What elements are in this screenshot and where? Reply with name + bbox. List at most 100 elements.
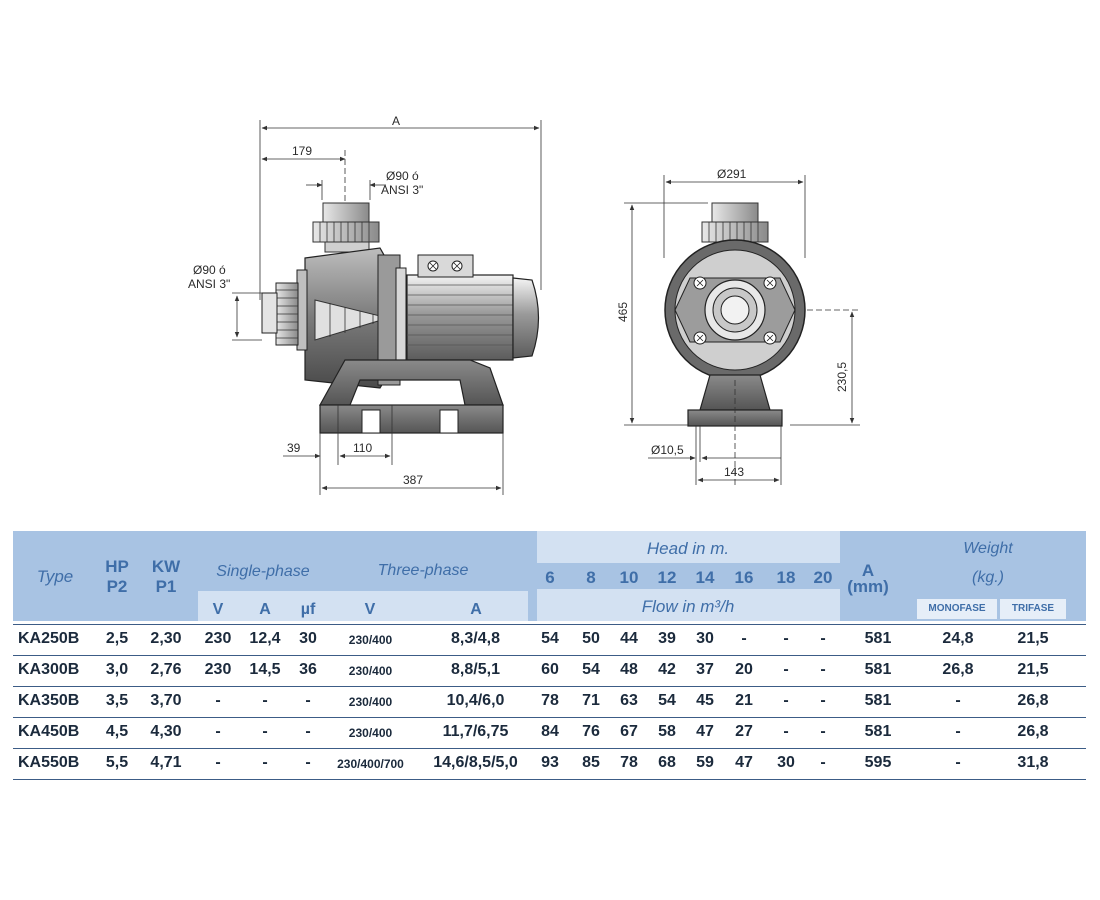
cell-hp: 2,5: [105, 630, 129, 647]
cell-sp-a: 14,5: [249, 661, 281, 678]
cell-tp-a: 14,6/8,5/5,0: [433, 754, 518, 771]
cell-tp-v: 230/400: [348, 726, 393, 740]
cell-a: 581: [864, 692, 892, 709]
cell-type: KA300B: [18, 661, 80, 678]
header-trifase: TRIFASE: [1011, 603, 1055, 614]
cell-flow: 60: [541, 661, 559, 678]
cell-flow: -: [820, 723, 826, 740]
cell-flow: 59: [696, 754, 714, 771]
cell-type: KA450B: [18, 723, 80, 740]
cell-flow: -: [783, 661, 789, 678]
header-flow: Flow in m³/h: [641, 597, 735, 616]
header-hp-line2: P2: [106, 577, 128, 596]
cell-kw: 2,30: [150, 630, 182, 647]
cell-sp-v: 230: [204, 630, 232, 647]
cell-sp-v: -: [215, 692, 221, 709]
inlet-label-line2: ANSI 3": [188, 277, 230, 291]
cell-sp-a: -: [262, 723, 268, 740]
pump-technical-drawing: A 179 Ø90 ó ANSI 3": [188, 114, 860, 495]
header-a-line1: A: [861, 561, 875, 580]
dim-axis-height: 230,5: [835, 362, 849, 392]
cell-w-tri: 26,8: [1017, 723, 1049, 740]
cell-sp-uf: 36: [299, 661, 317, 678]
cell-flow: 47: [696, 723, 714, 740]
header-sp-a: A: [259, 601, 271, 618]
cell-tp-v: 230/400: [348, 664, 393, 678]
cell-a: 581: [864, 630, 892, 647]
cell-flow: -: [820, 692, 826, 709]
cell-flow: 63: [620, 692, 638, 709]
header-hp: HP P2: [97, 557, 137, 597]
cell-type: KA350B: [18, 692, 80, 709]
cell-sp-uf: 30: [299, 630, 317, 647]
cell-flow: 68: [658, 754, 676, 771]
cell-tp-v: 230/400: [348, 695, 393, 709]
cell-flow: 20: [735, 661, 753, 678]
cell-flow: 45: [696, 692, 714, 709]
cell-type: KA250B: [18, 630, 80, 647]
dim-base-length: 387: [403, 473, 423, 487]
cell-flow: 42: [658, 661, 676, 678]
header-three-phase: Three-phase: [377, 562, 469, 579]
dim-inlet-offset: 179: [292, 144, 312, 158]
monofase-band: [917, 599, 997, 619]
header-head: Head in m.: [646, 539, 730, 558]
pump-spec-table: Type HP P2 KW P1 Single-phase Three-phas…: [13, 531, 1086, 781]
cell-flow: 30: [696, 630, 714, 647]
header-head-value: 6: [545, 568, 555, 587]
header-single-phase: Single-phase: [216, 563, 310, 580]
header-type: Type: [36, 567, 74, 586]
dim-overall-a: A: [392, 114, 400, 128]
cell-flow: -: [741, 630, 747, 647]
header-head-value: 10: [619, 568, 639, 587]
cell-flow: 30: [777, 754, 795, 771]
cell-flow: 27: [735, 723, 753, 740]
cell-flow: -: [783, 723, 789, 740]
three-phase-sub-band: [328, 591, 528, 621]
trifase-band: [1000, 599, 1066, 619]
cell-flow: -: [820, 661, 826, 678]
cell-a: 581: [864, 661, 892, 678]
header-head-value: 18: [776, 568, 796, 587]
cell-sp-a: -: [262, 754, 268, 771]
cell-flow: 48: [620, 661, 638, 678]
dim-foot-left: 39: [287, 441, 301, 455]
cell-flow: 58: [658, 723, 676, 740]
cell-flow: 54: [582, 661, 600, 678]
cell-w-mono: 24,8: [942, 630, 974, 647]
header-a: A (mm): [843, 561, 893, 595]
cell-w-tri: 21,5: [1017, 661, 1049, 678]
header-head-value: 20: [813, 568, 833, 587]
header-hp-line1: HP: [105, 557, 129, 576]
cell-tp-a: 8,3/4,8: [451, 630, 500, 647]
cell-kw: 2,76: [150, 661, 182, 678]
dim-base-half: 143: [724, 465, 744, 479]
cell-hp: 3,0: [105, 661, 129, 678]
header-sp-v: V: [212, 601, 224, 618]
cell-flow: -: [783, 630, 789, 647]
cell-hp: 5,5: [105, 754, 129, 771]
header-kw: KW P1: [143, 557, 189, 597]
cell-w-tri: 21,5: [1017, 630, 1049, 647]
cell-kw: 4,30: [150, 723, 182, 740]
cell-type: KA550B: [18, 754, 80, 771]
cell-w-mono: 26,8: [942, 661, 974, 678]
cell-flow: -: [783, 692, 789, 709]
header-head-value: 12: [657, 568, 677, 587]
cell-tp-a: 11,7/6,75: [442, 723, 509, 740]
cell-flow: -: [820, 754, 826, 771]
cell-flow: 85: [582, 754, 600, 771]
cell-flow: 50: [582, 630, 600, 647]
table-bottom-rule: [13, 779, 1086, 780]
header-weight-unit: (kg.): [972, 569, 1004, 586]
cell-flow: 93: [541, 754, 559, 771]
cell-hp: 3,5: [105, 692, 129, 709]
cell-flow: 76: [582, 723, 600, 740]
cell-sp-a: 12,4: [249, 630, 281, 647]
cell-sp-uf: -: [305, 723, 311, 740]
cell-flow: 67: [620, 723, 638, 740]
